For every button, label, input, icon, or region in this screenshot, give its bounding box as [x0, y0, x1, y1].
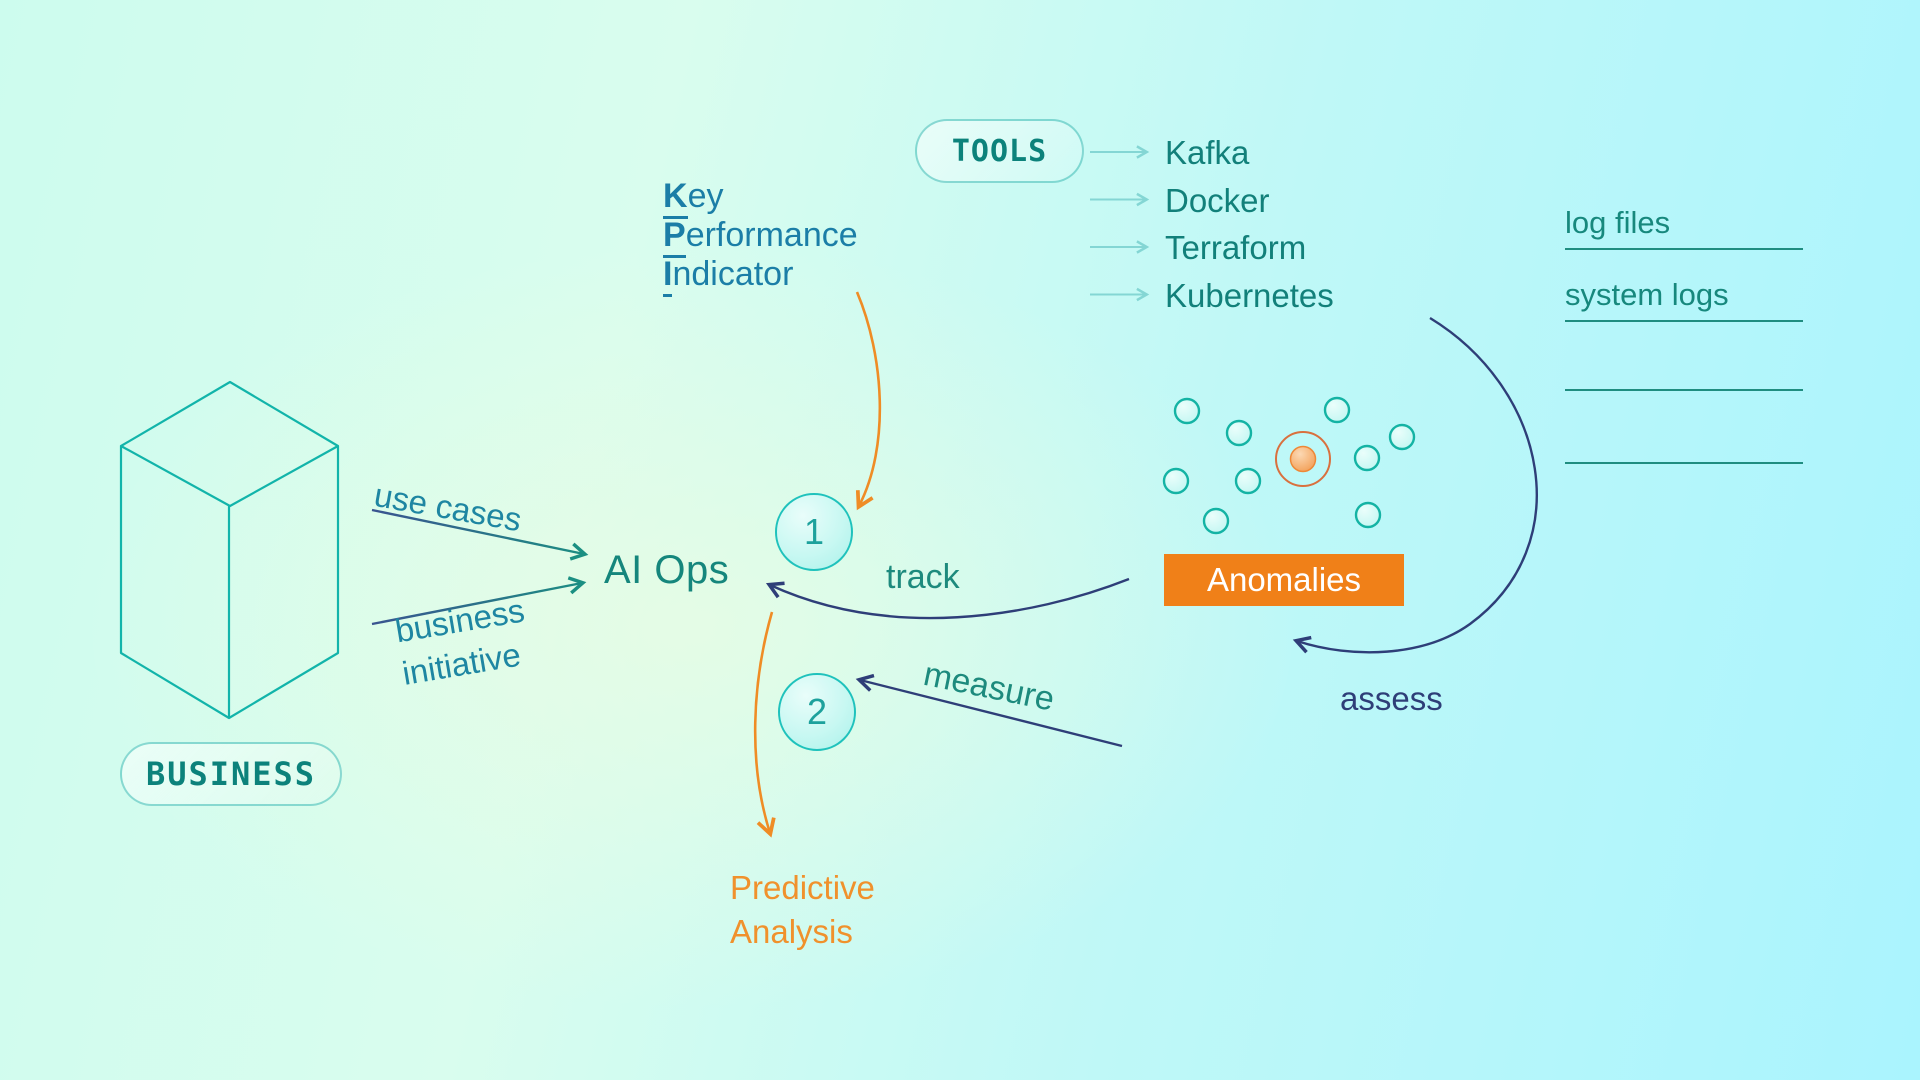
- use-cases-arrow: [371, 508, 589, 561]
- tool-item-terraform: Terraform: [1165, 229, 1307, 266]
- data-dot: [1353, 444, 1381, 472]
- kpi-rest-key: ey: [687, 177, 724, 215]
- log-line-empty-1: [1565, 346, 1803, 391]
- data-dot: [1388, 423, 1416, 451]
- data-dot: [1162, 467, 1190, 495]
- business-pill-label: BUSINESS: [145, 755, 317, 793]
- log-line-log-files: log files: [1565, 205, 1803, 250]
- measure-arrow: [855, 673, 1123, 748]
- assess-label: assess: [1340, 680, 1443, 717]
- tools-pill-label: TOOLS: [951, 133, 1048, 169]
- kpi-rest-performance: erformance: [685, 216, 858, 254]
- tools-pill: TOOLS: [915, 119, 1084, 183]
- kpi-line-key: Key: [663, 177, 858, 219]
- kpi-rest-indicator: ndicator: [672, 255, 794, 293]
- predictive-line2: Analysis: [730, 913, 853, 950]
- predictive-analysis-label: Predictive Analysis: [730, 866, 875, 954]
- business-cube: [119, 380, 340, 720]
- anomaly-dot-orange: [1289, 445, 1317, 473]
- step-circle-1: 1: [775, 493, 853, 571]
- kpi-block: Key Performance Indicator: [663, 177, 858, 297]
- data-dot: [1225, 419, 1253, 447]
- tool-item-docker: Docker: [1165, 181, 1270, 219]
- data-dot: [1234, 467, 1262, 495]
- ai-ops-label: AI Ops: [604, 548, 730, 592]
- aiops-to-predictive-arrow: [753, 611, 776, 838]
- anomaly-dot-cluster: [1162, 396, 1416, 535]
- business-initiative-arrow: [371, 576, 587, 626]
- log-line-empty-2: [1565, 419, 1803, 464]
- log-line-system-logs: system logs: [1565, 277, 1803, 322]
- kpi-initial-p: P: [663, 216, 686, 258]
- anomalies-label: Anomalies: [1206, 561, 1362, 598]
- kpi-initial-k: K: [663, 177, 688, 219]
- data-dot: [1202, 507, 1230, 535]
- track-label: track: [886, 558, 960, 596]
- kpi-to-step1-arrow: [855, 291, 882, 511]
- business-pill: BUSINESS: [120, 742, 342, 806]
- kpi-line-performance: Performance: [663, 216, 858, 258]
- data-dot: [1354, 501, 1382, 529]
- tool-item-kubernetes: Kubernetes: [1165, 276, 1334, 314]
- tool-item-kafka: Kafka: [1165, 134, 1250, 171]
- predictive-line1: Predictive: [730, 869, 875, 906]
- track-arrow: [765, 577, 1130, 620]
- tools-connector-arrows: [1090, 145, 1150, 302]
- data-dot: [1323, 396, 1351, 424]
- anomaly-highlight-ring: [1275, 431, 1331, 487]
- step-1-number: 1: [803, 511, 825, 552]
- data-dot: [1173, 397, 1201, 425]
- kpi-line-indicator: Indicator: [663, 255, 858, 297]
- kpi-initial-i: I: [663, 255, 673, 297]
- assess-arc-arrow: [1292, 316, 1538, 654]
- anomalies-box: Anomalies: [1164, 554, 1404, 606]
- step-2-number: 2: [806, 691, 828, 732]
- step-circle-2: 2: [778, 673, 856, 751]
